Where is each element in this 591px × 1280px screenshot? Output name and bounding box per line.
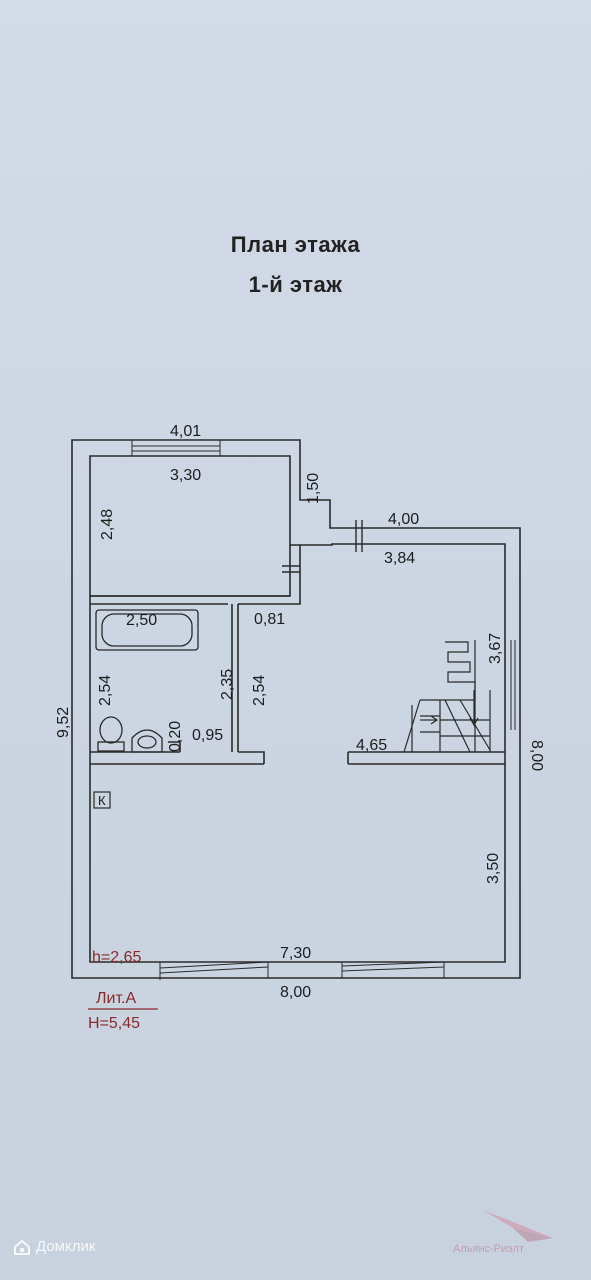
dim-bath-side-left: 2,54: [97, 675, 114, 706]
dim-left-room-height: 2,48: [99, 509, 116, 540]
dim-bath-width: 2,50: [126, 612, 157, 629]
dim-top-outer: 4,01: [170, 423, 201, 440]
floor-subtitle: 1-й этаж: [248, 272, 343, 297]
domclick-watermark: Домклик: [14, 1238, 95, 1255]
dim-bottom-inner: 7,30: [280, 945, 311, 962]
dim-bath-depth: 0,81: [254, 611, 285, 628]
dim-total-height: 9,52: [55, 707, 72, 738]
door-marks: [282, 520, 363, 573]
window-right: [510, 640, 516, 730]
dim-right-total: 8,00: [528, 740, 545, 771]
agency-logo-icon: [483, 1210, 553, 1242]
staircase: [403, 640, 491, 753]
lit-label: Лит.А: [96, 990, 136, 1007]
dim-step-height: 1,50: [305, 473, 322, 504]
window-top: [131, 439, 221, 456]
dim-right-outer: 4,00: [388, 511, 419, 528]
window-bottom: [159, 961, 445, 980]
plan-title: План этажа: [230, 232, 361, 257]
house-logo-icon: [14, 1239, 30, 1255]
dim-small-095: 0,95: [192, 727, 223, 744]
h-label: h=2,65: [92, 949, 141, 966]
sink-icon: [131, 729, 163, 753]
agency-watermark: Альянс-Риэлт: [453, 1208, 573, 1268]
dim-top-inner: 3,30: [170, 467, 201, 484]
dim-bottom-outer: 8,00: [280, 984, 311, 1001]
toilet-icon: [97, 716, 125, 752]
dim-middle-width: 4,65: [356, 737, 387, 754]
dim-big-room-height: 3,50: [485, 853, 502, 884]
k-label: К: [98, 793, 106, 808]
k-box: [93, 791, 111, 809]
dim-stair-height: 3,67: [487, 633, 504, 664]
bathtub: [95, 609, 199, 651]
dim-small-02: 0,20: [167, 721, 184, 752]
dim-corridor-a: 2,35: [219, 669, 236, 700]
outer-walls: [71, 439, 521, 979]
domclick-text: Домклик: [36, 1238, 96, 1255]
dim-corridor-b: 2,54: [251, 675, 268, 706]
H-label: Н=5,45: [88, 1015, 140, 1032]
agency-text: Альянс-Риэлт: [453, 1243, 524, 1255]
dim-right-inner: 3,84: [384, 550, 415, 567]
